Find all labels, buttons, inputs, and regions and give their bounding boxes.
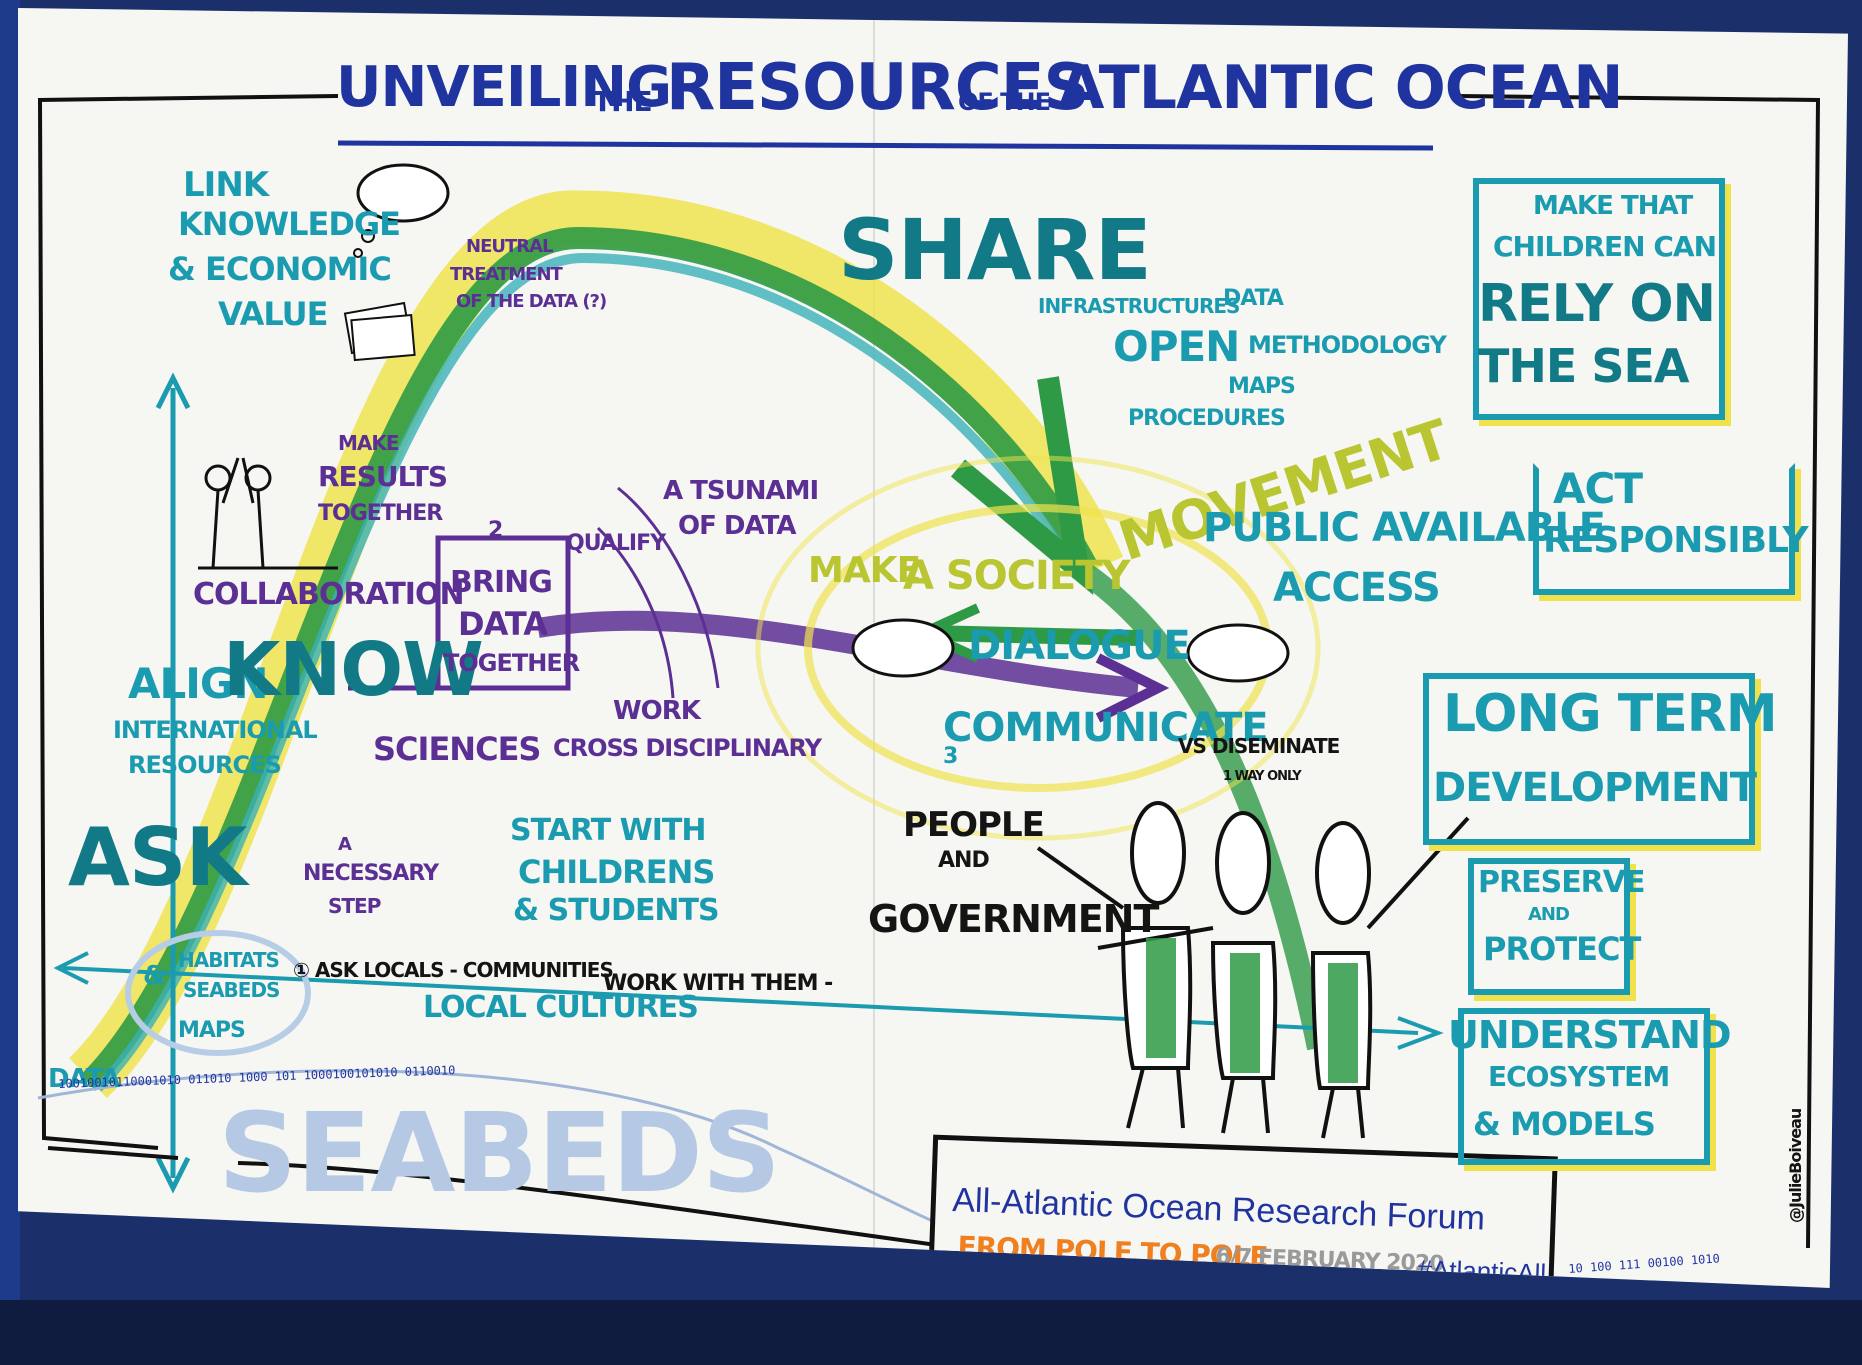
act-line-2: RESPONSIBLY — [1543, 520, 1809, 561]
start-line-1: START WITH — [510, 813, 706, 848]
maps-label: MAPS — [178, 1018, 246, 1043]
link-line-1: LINK — [183, 165, 269, 205]
title-word-of-the: OF THE — [958, 88, 1051, 116]
long-term-line-2: DEVELOPMENT — [1433, 765, 1757, 811]
neutral-line-1: NEUTRAL — [466, 236, 554, 257]
necessary-line-1: A — [338, 834, 352, 855]
preserve-box — [1468, 858, 1630, 995]
open-label: OPEN — [1113, 322, 1240, 371]
long-term-line-1: LONG TERM — [1443, 684, 1778, 744]
act-box — [1533, 463, 1795, 595]
people-line-3: GOVERNMENT — [868, 897, 1159, 941]
work-with-them-label: WORK WITH THEM - — [603, 971, 833, 996]
bring-line-3: TOGETHER — [443, 649, 580, 677]
qualify-label: QUALIFY — [566, 531, 666, 556]
children-line-1: MAKE THAT — [1533, 191, 1693, 221]
international-line-2: RESOURCES — [128, 751, 282, 779]
collaboration-label: COLLABORATION — [193, 577, 465, 612]
communicate-number: 3 — [943, 744, 958, 769]
know-label: KNOW — [223, 627, 484, 713]
start-line-3: & STUDENTS — [513, 893, 720, 928]
understand-line-1: UNDERSTAND — [1448, 1013, 1732, 1057]
make-results-2: RESULTS — [318, 460, 448, 493]
title-word-resources: RESOURCES — [666, 51, 1090, 125]
habitats-line-1: HABITATS — [178, 948, 280, 972]
habitats-line-2: SEABEDS — [183, 978, 280, 1002]
preserve-line-1: PRESERVE — [1478, 865, 1645, 900]
people-line-2: AND — [938, 848, 990, 873]
society-label: A SOCIETY — [903, 553, 1131, 599]
sciences-label: SCIENCES — [373, 730, 541, 768]
tsunami-line-2: OF DATA — [678, 511, 796, 541]
title-word-the: THE — [593, 85, 653, 118]
link-line-4: VALUE — [218, 295, 328, 333]
understand-box — [1458, 1008, 1710, 1165]
work-cross-line-2: CROSS DISCIPLINARY — [553, 734, 822, 762]
bring-line-2: DATA — [458, 605, 548, 643]
infrastructures-label: INFRASTRUCTURES — [1038, 294, 1240, 318]
make-results-3: TOGETHER — [318, 501, 443, 526]
seabeds-label: SEABEDS — [218, 1089, 781, 1217]
dialogue-label: DIALOGUE — [968, 623, 1191, 669]
link-line-3: & ECONOMIC — [168, 250, 392, 288]
children-line-4: THE SEA — [1478, 339, 1689, 393]
bring-line-1: BRING — [450, 565, 553, 600]
methodology-label: METHODOLOGY — [1248, 331, 1447, 359]
open-maps-label: MAPS — [1228, 374, 1296, 399]
title-word-atlantic-ocean: ATLANTIC OCEAN — [1058, 53, 1623, 123]
habitats-amp: & — [143, 961, 166, 991]
children-line-2: CHILDREN CAN — [1493, 230, 1717, 263]
neutral-line-3: OF THE DATA (?) — [456, 291, 607, 312]
international-line-1: INTERNATIONAL — [113, 716, 318, 744]
artist-signature: @JulieBoiveau — [1786, 1108, 1805, 1223]
local-cultures-label: LOCAL CULTURES — [423, 990, 699, 1025]
blue-wall — [0, 0, 20, 1365]
link-line-2: KNOWLEDGE — [178, 205, 401, 243]
floor-shadow — [0, 1300, 1862, 1365]
people-line-1: PEOPLE — [903, 805, 1045, 845]
understand-line-2: ECOSYSTEM — [1488, 1060, 1670, 1093]
forum-hashtag: #AtlanticAll — [1417, 1254, 1547, 1289]
one-way-label: 1 WAY ONLY — [1223, 769, 1302, 784]
act-line-1: ACT — [1553, 464, 1643, 513]
align-label: ALIGN — [128, 659, 269, 708]
procedures-label: PROCEDURES — [1128, 406, 1286, 431]
whiteboard: UNVEILING THE RESOURCES OF THE ATLANTIC … — [18, 8, 1848, 1288]
work-cross-line-1: WORK — [613, 696, 701, 726]
ask-locals-label: ① ASK LOCALS - COMMUNITIES — [293, 958, 614, 982]
necessary-line-2: NECESSARY — [303, 861, 439, 886]
public-line-2: ACCESS — [1273, 565, 1441, 611]
tsunami-line-1: A TSUNAMI — [663, 476, 819, 506]
vs-diseminate-label: VS DISEMINATE — [1178, 734, 1340, 758]
start-line-2: CHILDRENS — [518, 853, 715, 891]
neutral-line-2: TREATMENT — [450, 264, 563, 285]
ask-label: ASK — [68, 811, 248, 904]
make-results-1: MAKE — [338, 431, 400, 455]
bring-number: 2 — [488, 518, 503, 543]
preserve-line-2: AND — [1528, 904, 1570, 925]
title-word-unveiling: UNVEILING — [336, 55, 672, 120]
share-label: SHARE — [838, 201, 1152, 299]
open-data-label: DATA — [1223, 286, 1284, 311]
make-label: MAKE — [808, 550, 921, 591]
data-label: DATA — [48, 1064, 121, 1094]
communicate-label: COMMUNICATE — [943, 705, 1269, 751]
understand-line-3: & MODELS — [1473, 1105, 1656, 1143]
forum-dates: 6/7 FEBRUARY 2020 — [1215, 1244, 1444, 1277]
long-term-box — [1423, 673, 1755, 845]
children-line-3: RELY ON — [1478, 274, 1716, 334]
preserve-line-3: PROTECT — [1483, 930, 1641, 968]
children-box — [1473, 178, 1725, 420]
necessary-line-3: STEP — [328, 894, 381, 918]
